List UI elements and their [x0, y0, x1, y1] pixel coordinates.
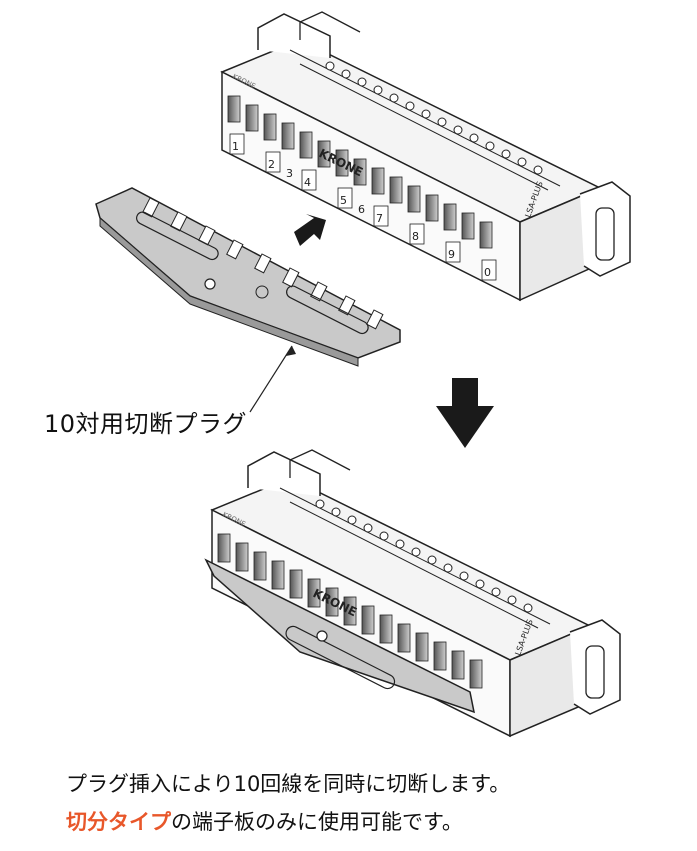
terminal-number: 3 [286, 167, 293, 180]
cutting-plug [95, 187, 401, 367]
caption-line-1: プラグ挿入により10回線を同時に切断します。 [66, 772, 511, 796]
caption-line-2: 切分タイプの端子板のみに使用可能です。 [66, 806, 463, 836]
terminal-number: 0 [484, 266, 491, 279]
terminal-number: 9 [448, 248, 455, 261]
terminal-block-top: 1 2 3 4 5 6 7 8 9 0 KRONE KRONE LSA-PLUS [220, 11, 631, 302]
terminal-number: 1 [232, 140, 239, 153]
terminal-number: 8 [412, 230, 419, 243]
callout-leader [249, 345, 293, 413]
terminal-number: 5 [340, 194, 347, 207]
terminal-number: 7 [376, 212, 383, 225]
insert-arrow [294, 214, 326, 246]
terminal-number: 6 [358, 203, 365, 216]
terminal-number: 4 [304, 176, 311, 189]
plug-callout-label: 10対用切断プラグ [44, 410, 248, 438]
terminal-number: 2 [268, 158, 275, 171]
terminal-block-bottom: KRONE KRONE LSA-PLUS [204, 449, 621, 738]
caption-line-2-rest: の端子板のみに使用可能です。 [171, 810, 463, 834]
down-arrow [436, 378, 494, 448]
caption-highlight: 切分タイプ [66, 810, 171, 834]
